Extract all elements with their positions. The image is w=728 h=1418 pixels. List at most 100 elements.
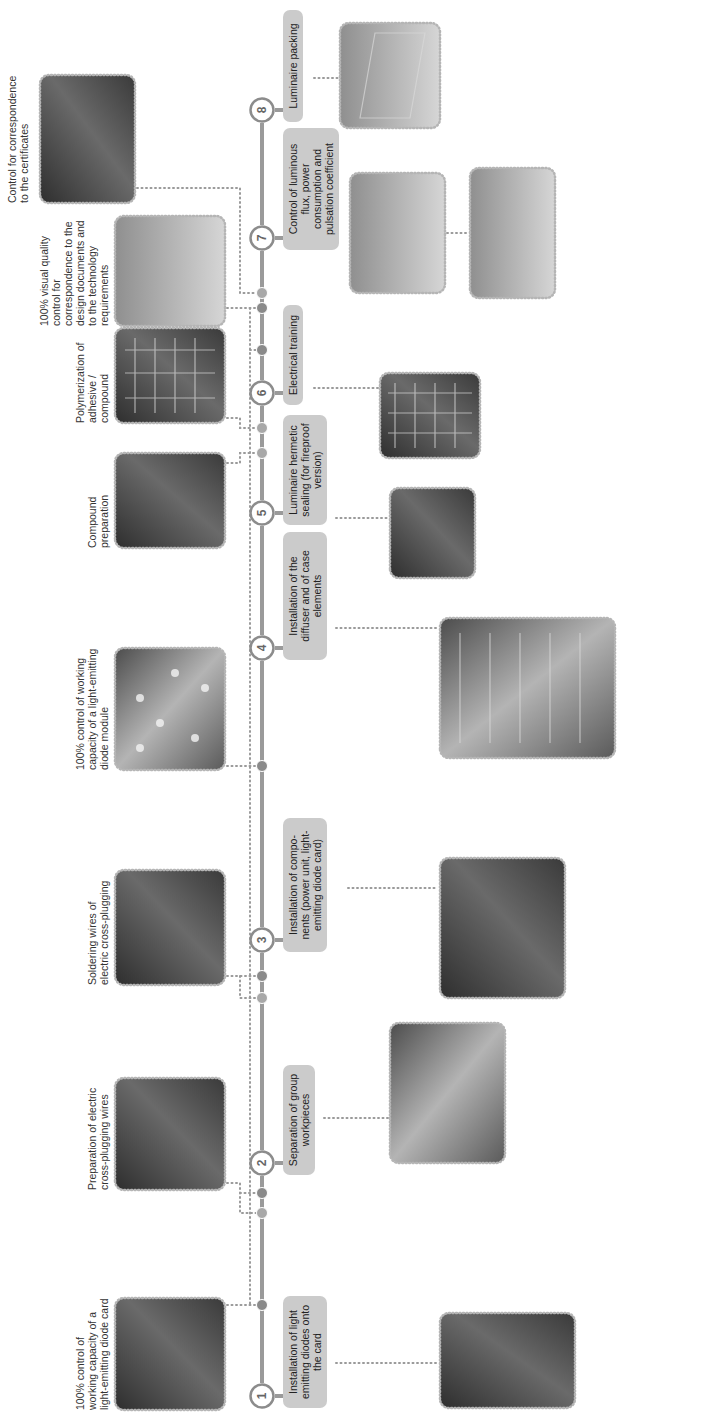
step-box: Installation of light emitting diodes on… xyxy=(283,1296,327,1408)
timeline-connector xyxy=(275,938,283,942)
leader-line xyxy=(314,77,338,79)
photo xyxy=(440,858,565,998)
leader-line xyxy=(336,627,438,629)
photo xyxy=(350,173,445,293)
step-box: Installation of the diffuser and of case… xyxy=(283,532,327,660)
step-label: Installation of the diffuser and of case… xyxy=(287,538,323,654)
timeline-dot xyxy=(257,1300,268,1311)
step-circle: 6 xyxy=(249,380,275,406)
timeline-connector xyxy=(275,1161,283,1165)
step-caption: Polymerization of adhesive / compound xyxy=(74,328,110,423)
timeline-connector xyxy=(260,251,264,380)
step-box: Control of luminous flux, power consumpt… xyxy=(283,128,339,250)
timeline-connector xyxy=(260,953,264,1150)
photo xyxy=(115,648,225,770)
step-box: Installation of compo- nents (power unit… xyxy=(283,818,327,952)
photo xyxy=(115,453,225,548)
photo xyxy=(380,373,480,458)
photo xyxy=(115,328,225,423)
photo xyxy=(115,1078,225,1190)
photo-detail xyxy=(136,694,144,702)
step-box: Separation of group workpieces xyxy=(283,1065,315,1175)
photo-detail xyxy=(388,383,472,448)
step-circle: 2 xyxy=(249,1150,275,1176)
timeline-connector xyxy=(260,123,264,225)
step-caption: 100% control of working capacity of a li… xyxy=(74,1298,110,1410)
leader-line xyxy=(314,387,378,389)
photo-detail xyxy=(171,669,179,677)
step-box: Luminaire hermetic sealing (for fireproo… xyxy=(283,415,327,525)
timeline-dot xyxy=(257,423,268,434)
photo xyxy=(440,1313,575,1408)
leader-line xyxy=(227,453,256,463)
step-box: Electrical training xyxy=(283,305,303,405)
timeline-dot xyxy=(257,345,268,356)
step-caption: Control for correspondence to the certif… xyxy=(6,73,30,203)
timeline-connector xyxy=(275,511,283,515)
step-caption: 100% control of working capacity of a li… xyxy=(74,648,110,770)
leader-line xyxy=(324,1117,388,1119)
timeline-dot xyxy=(257,288,268,299)
step-label: Control of luminous flux, power consumpt… xyxy=(287,134,335,244)
photo xyxy=(390,488,475,578)
step-circle: 1 xyxy=(249,1383,275,1409)
leader-line xyxy=(348,887,438,889)
timeline-dot xyxy=(257,1188,268,1199)
step-box: Luminaire packing xyxy=(283,10,303,122)
step-circle: 8 xyxy=(249,97,275,123)
photo xyxy=(115,216,225,326)
leader-line xyxy=(227,976,256,998)
photo xyxy=(340,23,440,128)
leader-line xyxy=(227,308,256,1305)
step-label: Separation of group workpieces xyxy=(287,1071,311,1169)
step-caption: 100% visual quality control for correspo… xyxy=(38,216,110,326)
photo-detail xyxy=(460,633,580,743)
step-label: Luminaire hermetic sealing (for fireproo… xyxy=(287,421,323,519)
timeline-connector xyxy=(275,391,283,395)
photo xyxy=(470,168,555,298)
photo-detail xyxy=(156,719,164,727)
photo-detail xyxy=(360,33,425,118)
step-caption: Compound preparation xyxy=(86,453,110,548)
timeline-dot xyxy=(257,993,268,1004)
leader-line xyxy=(336,517,388,519)
step-label: Luminaire packing xyxy=(287,16,299,116)
step-number: 1 xyxy=(249,1383,275,1409)
step-circle: 5 xyxy=(249,500,275,526)
photo xyxy=(115,1298,225,1410)
timeline-dot xyxy=(257,761,268,772)
step-label: Installation of light emitting diodes on… xyxy=(287,1302,323,1402)
timeline-connector xyxy=(260,526,264,635)
timeline-connector xyxy=(275,108,283,112)
step-number: 6 xyxy=(249,380,275,406)
photo-detail xyxy=(125,338,215,413)
photo xyxy=(440,618,615,758)
step-number: 8 xyxy=(249,97,275,123)
step-number: 4 xyxy=(249,635,275,661)
timeline-dot xyxy=(257,1208,268,1219)
step-number: 3 xyxy=(249,927,275,953)
timeline-connector xyxy=(260,661,264,927)
photo-detail xyxy=(191,734,199,742)
step-circle: 7 xyxy=(249,225,275,251)
step-label: Installation of compo- nents (power unit… xyxy=(287,824,323,946)
photo-detail xyxy=(136,744,144,752)
timeline-connector xyxy=(275,1394,283,1398)
step-circle: 3 xyxy=(249,927,275,953)
step-number: 5 xyxy=(249,500,275,526)
leader-line xyxy=(227,1304,256,1306)
leader-line xyxy=(336,1362,438,1364)
step-number: 2 xyxy=(249,1150,275,1176)
timeline-dot xyxy=(257,971,268,982)
step-label: Electrical training xyxy=(287,311,299,399)
timeline-dot xyxy=(257,448,268,459)
photo xyxy=(40,75,135,203)
leader-line xyxy=(227,765,256,767)
leader-line xyxy=(447,232,468,234)
photo xyxy=(390,1023,505,1163)
step-caption: Preparation of electric cross-plugging w… xyxy=(86,1078,110,1190)
timeline-connector xyxy=(275,646,283,650)
timeline-connector xyxy=(275,236,283,240)
leader-line xyxy=(227,418,256,428)
